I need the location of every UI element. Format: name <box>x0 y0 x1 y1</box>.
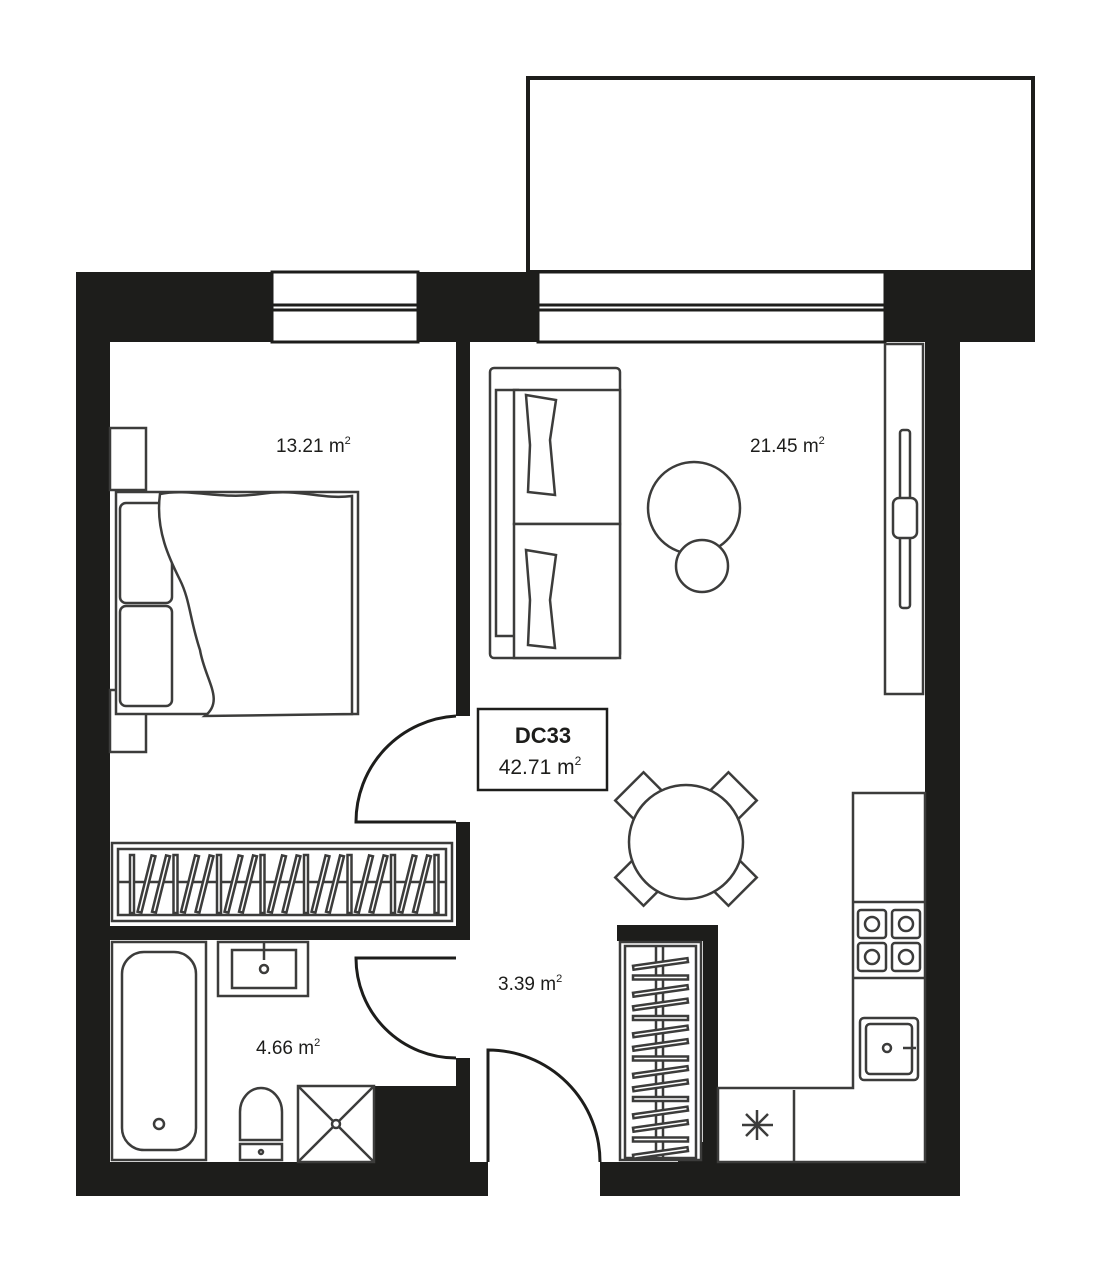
hanger <box>310 853 331 915</box>
hanger <box>631 997 690 1012</box>
kitchen-counter <box>716 791 927 1164</box>
hanger <box>397 853 418 915</box>
hanger <box>631 1064 690 1080</box>
hanger <box>259 853 266 915</box>
hanger <box>302 853 310 915</box>
hanger <box>631 974 690 981</box>
toilet <box>238 1086 284 1162</box>
bathroom-door[interactable] <box>354 956 457 1060</box>
bathroom-area: 4.66 m <box>256 1038 314 1059</box>
bedroom-wardrobe <box>110 841 454 923</box>
entrance-door[interactable] <box>486 1048 602 1163</box>
bathtub <box>110 940 208 1162</box>
hall-wardrobe <box>618 940 703 1162</box>
hanger <box>150 853 172 915</box>
unit-total-area: 42.71 m <box>499 756 575 779</box>
hanger <box>631 1014 690 1022</box>
hanger <box>237 853 259 915</box>
walls <box>76 272 1035 1196</box>
hanger <box>281 853 302 915</box>
window-bedroom <box>270 270 420 344</box>
svg-text:4.66 m2: 4.66 m2 <box>256 1037 320 1059</box>
fridge-snowflake-icon <box>742 1110 773 1140</box>
hanger <box>172 853 179 915</box>
unit-code: DC33 <box>515 723 571 748</box>
tv-unit <box>883 342 925 696</box>
hanger <box>324 853 346 915</box>
hanger <box>179 853 201 915</box>
bedroom-area: 13.21 m <box>276 436 345 457</box>
side-table <box>674 538 730 594</box>
hanger <box>389 853 397 915</box>
hanger <box>631 1037 690 1053</box>
hanger <box>631 1078 690 1093</box>
kitchen-sink-icon <box>858 1016 920 1082</box>
bed <box>108 426 360 754</box>
svg-text:13.21 m2: 13.21 m2 <box>276 435 351 457</box>
hallway-area: 3.39 m <box>498 974 556 995</box>
hanger <box>433 853 440 915</box>
hanger <box>266 853 288 915</box>
hanger <box>631 1136 690 1143</box>
hanger <box>215 853 223 915</box>
hanger <box>631 1105 690 1120</box>
balcony <box>526 76 1035 274</box>
hanger <box>631 956 690 972</box>
hanger <box>631 1024 690 1039</box>
hanger <box>631 983 690 999</box>
hanger <box>411 853 433 915</box>
hanger <box>368 853 389 915</box>
hanger <box>631 1145 690 1161</box>
sofa <box>488 366 622 660</box>
hanger <box>194 853 215 915</box>
living-area: 21.45 m <box>750 436 819 457</box>
shower <box>296 1084 376 1164</box>
svg-text:3.39 m2: 3.39 m2 <box>498 973 562 995</box>
stove-icon <box>856 908 922 973</box>
unit-label-box: DC33 42.71 m2 <box>476 707 609 792</box>
hanger <box>631 1055 690 1062</box>
hanger <box>346 853 353 915</box>
bathroom-sink <box>216 940 310 998</box>
svg-text:21.45 m2: 21.45 m2 <box>750 435 825 457</box>
window-living <box>536 270 887 344</box>
hanger <box>128 853 136 915</box>
hanger <box>223 853 244 915</box>
hanger <box>631 1095 690 1103</box>
svg-text:42.71 m2: 42.71 m2 <box>499 754 582 779</box>
hanger <box>353 853 375 915</box>
dining-set <box>613 770 759 908</box>
hanger <box>631 1118 690 1134</box>
bedroom-door[interactable] <box>354 714 457 824</box>
hanger <box>136 853 157 915</box>
